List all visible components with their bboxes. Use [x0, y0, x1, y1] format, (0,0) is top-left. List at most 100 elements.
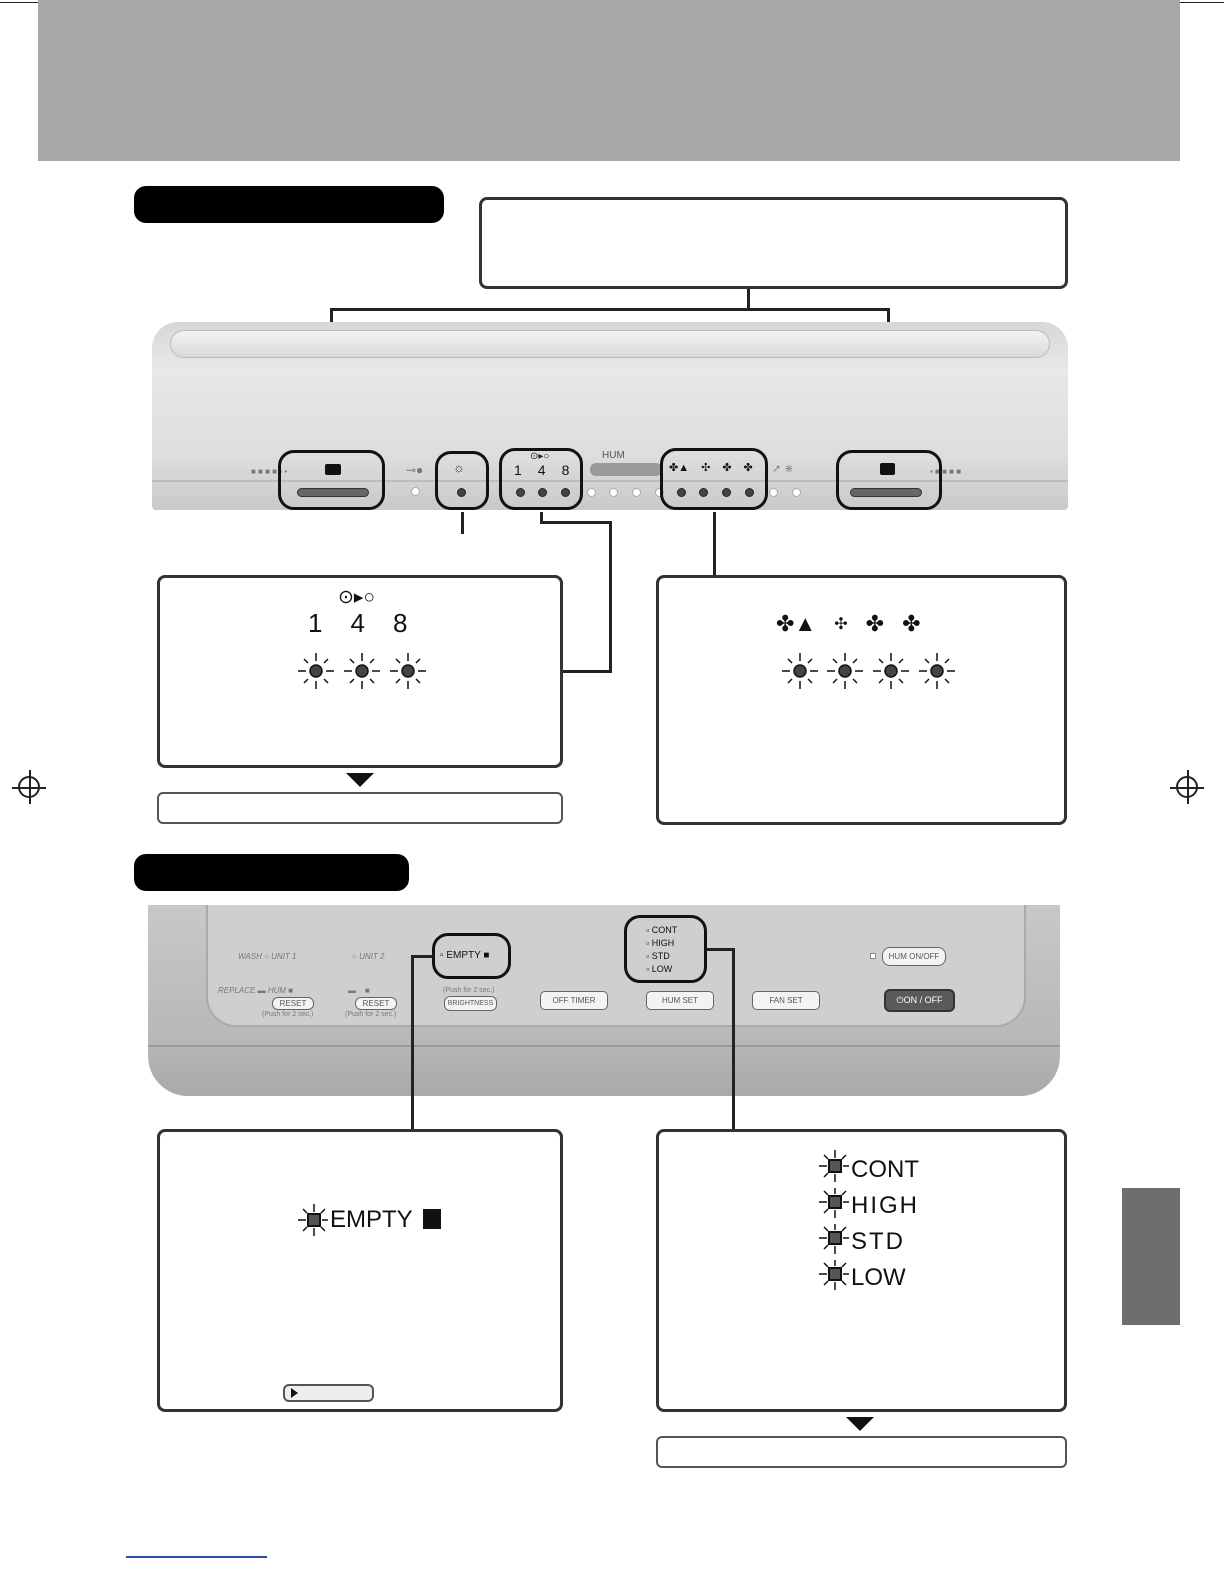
hum-level-mini: ▫ CONT — [646, 925, 678, 935]
reset-button-filter[interactable]: RESET — [355, 997, 397, 1010]
indicator-dots: ▪ ■ ■ ■ ■ — [930, 467, 962, 476]
tank-icon — [422, 1209, 441, 1229]
note-bar — [157, 792, 563, 824]
timer-callout: ⊙▸○ 1 4 8 — [157, 575, 563, 768]
crop-mark — [0, 2, 44, 3]
timer-digit-1: 1 — [308, 608, 323, 638]
led-off — [632, 488, 641, 497]
led-on — [699, 488, 708, 497]
sensor-window — [850, 488, 922, 497]
highlight-ring-brightness — [435, 451, 489, 510]
brightness-icon: ☼ — [453, 460, 465, 475]
unit2-text: UNIT 2 — [359, 952, 385, 961]
hum-label: HUM — [602, 450, 625, 461]
unit2-label: ○ UNIT 2 — [352, 952, 385, 961]
highlight-ring-empty — [432, 933, 511, 979]
led-off — [411, 487, 420, 496]
hum-on-off-button[interactable]: HUM ON/OFF — [882, 947, 946, 966]
highlight-ring-fan — [660, 448, 768, 510]
led-on — [561, 488, 570, 497]
play-button-small — [283, 1384, 374, 1402]
led-off — [609, 488, 618, 497]
led-off — [769, 488, 778, 497]
hum-level-cont: CONT — [851, 1156, 919, 1183]
off-timer-button[interactable]: OFF TIMER — [540, 991, 608, 1010]
sensor-icon — [325, 464, 341, 475]
brightness-button[interactable]: BRIGHTNESS — [444, 996, 497, 1011]
connector-line — [747, 289, 750, 310]
led-on — [457, 488, 466, 497]
push-hint: (Push for 2 sec.) — [443, 987, 495, 994]
section-title-pill — [134, 854, 409, 891]
connector-line — [713, 512, 716, 576]
led-burst-row — [298, 653, 426, 689]
timer-digit: 1 — [514, 462, 522, 478]
fan-set-button[interactable]: FAN SET — [752, 991, 820, 1010]
wash-unit1-label: WASH ○ UNIT 1 — [238, 952, 297, 961]
unit1-label: UNIT 1 — [271, 952, 297, 961]
note-bar — [656, 1436, 1067, 1468]
connector-line — [540, 521, 612, 524]
highlight-ring-timer — [499, 448, 583, 510]
hum-set-button[interactable]: HUM SET — [646, 991, 714, 1010]
fan-std-icon: ✤ — [865, 611, 885, 636]
fan-std-icon: ✤ — [722, 462, 732, 474]
empty-callout: EMPTY — [157, 1129, 563, 1412]
reset-button-hum[interactable]: RESET — [272, 997, 314, 1010]
filter-icon: ▬ ■ — [348, 986, 370, 995]
power-button[interactable]: ⏻ON / OFF — [884, 989, 955, 1012]
highlight-ring-sensor-right — [836, 450, 942, 510]
led-burst-row — [782, 653, 955, 689]
highlight-ring-hum-levels — [624, 915, 707, 983]
fan-icons: ✤▲ ✣ ✤ ✤ — [776, 611, 921, 637]
hum-level-low: LOW — [851, 1264, 906, 1291]
header-band — [38, 0, 1180, 161]
empty-indicator: ▫ EMPTY ■ — [440, 950, 490, 961]
hum-level-std: STD — [851, 1228, 905, 1255]
led-off — [655, 488, 664, 497]
led-off — [587, 488, 596, 497]
timer-digit: 8 — [561, 462, 570, 478]
pollen-icon: ➚ ⋇ — [772, 463, 794, 475]
fan-night-icon: ✤▲ — [669, 462, 690, 474]
fan-night-icon: ✤▲ — [776, 611, 817, 636]
timer-digit: 4 — [537, 462, 546, 478]
wash-label: WASH — [238, 952, 262, 961]
empty-text: EMPTY — [330, 1206, 413, 1233]
highlight-ring-sensor-left — [278, 450, 385, 510]
sensor-window — [297, 488, 369, 497]
chapter-tab — [1122, 1188, 1180, 1325]
timer-digit-4: 4 — [350, 608, 365, 638]
led-off — [792, 488, 801, 497]
fan-low-icon: ✣ — [834, 616, 848, 633]
led-burst — [298, 1204, 328, 1236]
fan-high-icon: ✤ — [902, 611, 921, 636]
fan-high-icon: ✤ — [743, 462, 753, 474]
footer-rule — [126, 1556, 267, 1558]
down-arrow-icon — [846, 1417, 874, 1431]
fan-callout: ✤▲ ✣ ✤ ✤ — [656, 575, 1067, 825]
registration-mark-icon — [12, 770, 46, 804]
connector-line — [707, 948, 735, 951]
hum-levels-large: CONT HIGH STD LOW — [851, 1152, 919, 1296]
led-burst-column — [819, 1150, 849, 1290]
hum-level-mini: ▫ HIGH — [646, 938, 675, 948]
replace-label: REPLACE ▬ HUM ■ — [218, 986, 294, 995]
key-icon: ⊸● — [406, 463, 424, 477]
led-burst — [309, 664, 415, 678]
connector-line — [411, 955, 414, 1131]
timer-digit-8: 8 — [392, 608, 408, 638]
hum-on-off-led — [870, 953, 876, 959]
led-on — [745, 488, 754, 497]
connector-line — [732, 948, 735, 1131]
push-hint: (Push for 2 sec.) — [345, 1011, 397, 1018]
control-panel-top — [152, 322, 1068, 510]
led-on — [538, 488, 547, 497]
clock-to-off-icon: ⊙▸○ — [338, 587, 375, 608]
led-on — [722, 488, 731, 497]
dust-sensor-icon — [880, 463, 895, 475]
hum-levels-mini: ▫ CONT ▫ HIGH ▫ STD ▫ LOW — [646, 924, 677, 976]
connector-line — [609, 521, 612, 673]
timer-digits-top: 1 4 8 — [514, 462, 569, 478]
crop-mark — [1180, 2, 1224, 3]
